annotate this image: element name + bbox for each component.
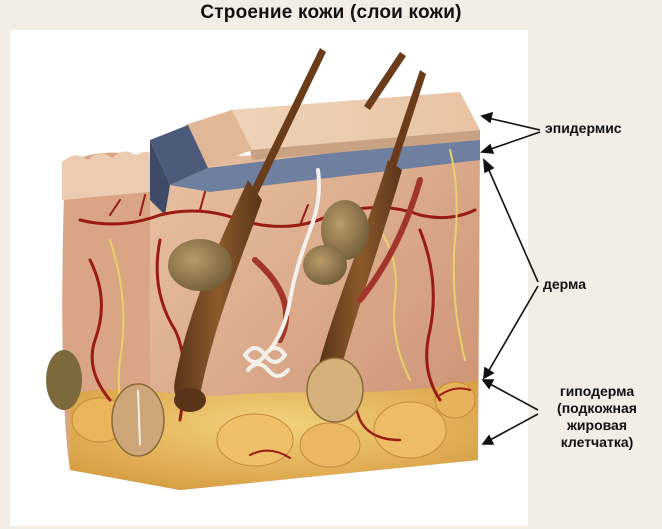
label-hypodermis-line4: клетчатка) — [560, 434, 634, 450]
label-hypodermis: гиподерма (подкожная жировая клетчатка) — [536, 383, 658, 451]
page-title: Строение кожи (слои кожи) — [200, 2, 462, 23]
label-hypodermis-line3: жировая — [566, 417, 627, 433]
sweat-gland — [243, 168, 321, 378]
label-hypodermis-line2: (подкожная — [557, 400, 637, 416]
label-hypodermis-line1: гиподерма — [559, 383, 635, 399]
hypodermis-fat — [70, 380, 478, 490]
sebaceous-glands — [168, 200, 369, 423]
lamellar-corpuscle — [46, 350, 165, 457]
label-epidermis: эпидермис — [545, 120, 622, 136]
label-dermis: дерма — [543, 276, 586, 292]
hair-follicles — [174, 48, 426, 412]
pointer-arrows — [480, 111, 541, 445]
